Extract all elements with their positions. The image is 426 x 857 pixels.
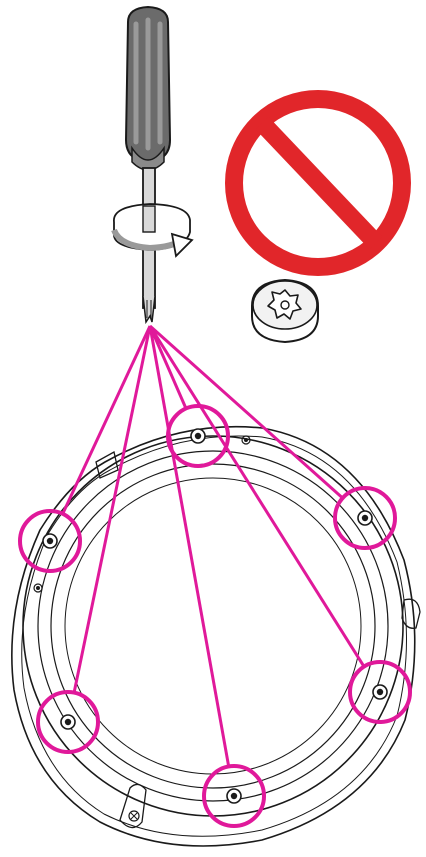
screw-bottom-pointer-line bbox=[150, 326, 229, 767]
screw-top-pointer-line bbox=[150, 326, 186, 409]
prohibited-sign-icon bbox=[234, 99, 402, 267]
pointer-lines-layer bbox=[63, 326, 364, 767]
ring-inner-a bbox=[38, 451, 388, 801]
security-torx-screw-icon bbox=[252, 280, 318, 342]
screw-lower-left-pointer-line bbox=[74, 326, 150, 693]
screws-layer bbox=[20, 406, 410, 826]
clockwise-rotation-arrow-icon bbox=[114, 204, 192, 256]
torx-screwdriver-icon bbox=[126, 7, 170, 322]
screw-lower-left-screw-icon bbox=[61, 715, 75, 729]
screw-bottom-screw-icon bbox=[227, 789, 241, 803]
torx-tip bbox=[143, 296, 155, 322]
screw-upper-right-screw-icon bbox=[358, 511, 372, 525]
screw-lower-right-pointer-line bbox=[150, 326, 364, 667]
screw-left-pointer-line bbox=[63, 326, 150, 514]
screw-left-screw-icon bbox=[43, 534, 57, 548]
ring-inner-b bbox=[51, 464, 375, 788]
screw-top-screw-icon bbox=[191, 429, 205, 443]
screw-lower-right-screw-icon bbox=[373, 685, 387, 699]
